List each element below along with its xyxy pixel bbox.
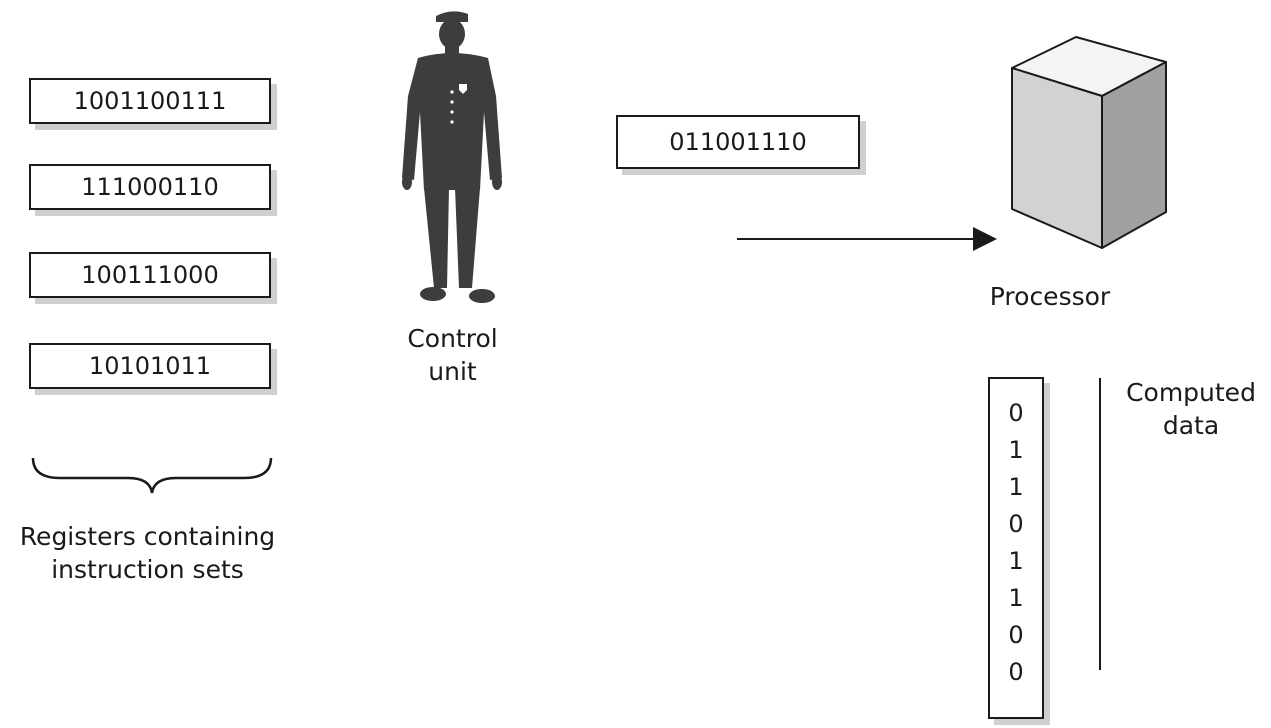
computed-bit: 1 — [1008, 584, 1024, 612]
register-2: 111000110 — [29, 164, 271, 210]
control-unit-label: Control unit — [407, 324, 498, 386]
current-instruction-box: 011001110 — [616, 115, 860, 169]
computed-data-column: 0 1 1 0 1 1 0 0 — [988, 377, 1044, 719]
computed-data-label: Computed data — [1126, 378, 1256, 440]
computed-bit: 0 — [1008, 399, 1024, 427]
registers-label: Registers containing instruction sets — [19, 522, 276, 584]
computed-data-divider — [1099, 378, 1101, 670]
computed-bit: 0 — [1008, 510, 1024, 538]
register-3: 100111000 — [29, 252, 271, 298]
processor-label: Processor — [989, 282, 1111, 311]
computed-bit: 0 — [1008, 621, 1024, 649]
computed-bit: 1 — [1008, 473, 1024, 501]
computed-bit: 0 — [1008, 658, 1024, 686]
register-4: 10101011 — [29, 343, 271, 389]
computed-bit: 1 — [1008, 436, 1024, 464]
computed-bit: 1 — [1008, 547, 1024, 575]
register-1: 1001100111 — [29, 78, 271, 124]
